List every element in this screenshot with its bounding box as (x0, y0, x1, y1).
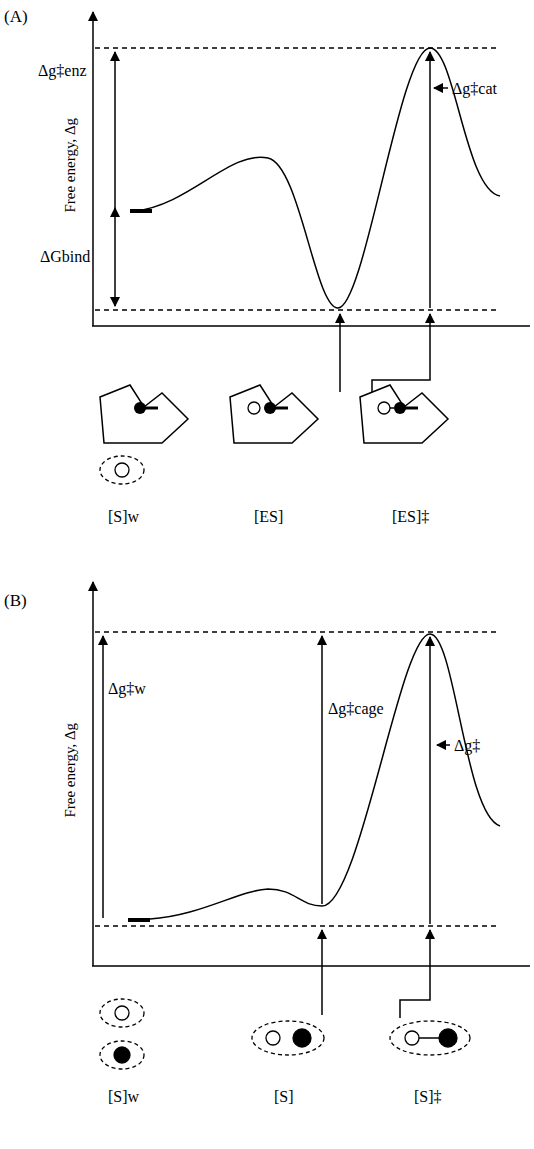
pointer-arrow (339, 314, 341, 392)
energy-label: Δg‡ (454, 737, 480, 755)
pointer-arrow (321, 930, 323, 1015)
energy-label: Δg‡w (108, 680, 146, 698)
state-label: [S]‡ (414, 1088, 442, 1106)
energy-curve (150, 634, 500, 919)
dashed-level (95, 309, 500, 311)
arrow (429, 637, 431, 924)
dashed-level (95, 631, 500, 633)
state-label: [S]w (108, 508, 139, 526)
axis-label: Free energy, Δg (62, 118, 79, 213)
arrow (434, 87, 448, 89)
energy-label: Δg‡cage (328, 700, 384, 718)
arrow (114, 214, 116, 306)
x-axis (92, 965, 530, 967)
pointer-arrow (372, 314, 430, 398)
enzyme-cartoon (100, 385, 448, 484)
energy-label: ΔGbind (40, 248, 90, 266)
energy-label: Δg‡enz (38, 62, 87, 80)
arrow (321, 636, 323, 904)
dashed-level (95, 47, 500, 49)
arrow (429, 52, 431, 308)
axis-label: Free energy, Δg (62, 723, 79, 818)
arrow (437, 744, 450, 746)
y-axis (92, 12, 94, 326)
y-axis (92, 582, 94, 966)
panel-label: (B) (4, 592, 27, 611)
x-axis (92, 325, 530, 327)
panel-label: (A) (4, 8, 28, 27)
state-label: [S] (274, 1088, 294, 1106)
level-bar (128, 918, 150, 922)
arrow (114, 52, 116, 209)
dashed-level (95, 925, 500, 927)
arrow (114, 208, 116, 212)
state-label: [S]w (108, 1088, 139, 1106)
pointer-arrow (400, 930, 430, 1018)
state-label: [ES]‡ (392, 508, 429, 526)
energy-curve (135, 48, 500, 308)
energy-label: Δg‡cat (452, 80, 497, 98)
arrow (102, 636, 104, 918)
solution-cartoon (100, 999, 470, 1069)
state-label: [ES] (254, 508, 283, 526)
